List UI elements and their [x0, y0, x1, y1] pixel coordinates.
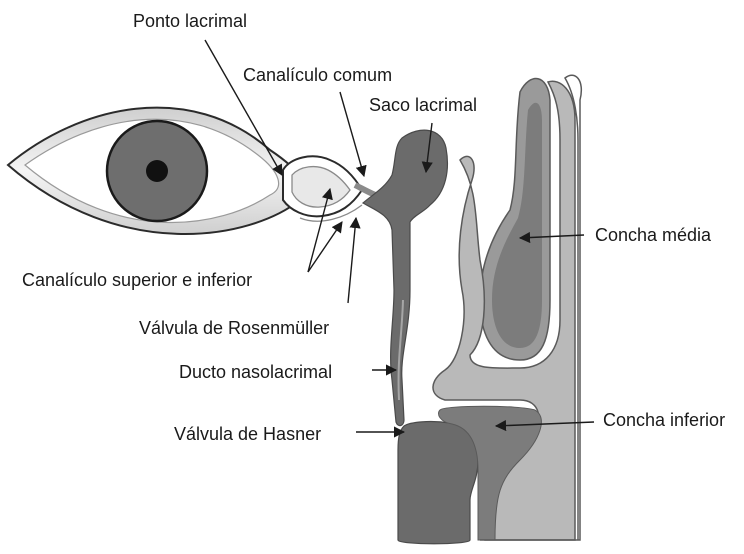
label-ducto-nasolacrimal: Ducto nasolacrimal: [179, 362, 332, 382]
label-ponto-lacrimal: Ponto lacrimal: [133, 11, 247, 31]
arrow-valvula-rosenmuller: [348, 218, 356, 303]
label-concha-inferior: Concha inferior: [603, 410, 725, 430]
inferior-meatus: [398, 422, 478, 544]
label-valvula-hasner: Válvula de Hasner: [174, 424, 321, 444]
pupil: [146, 160, 168, 182]
label-canaliculo-sup-inf: Canalículo superior e inferior: [22, 270, 252, 290]
label-saco-lacrimal: Saco lacrimal: [369, 95, 477, 115]
label-concha-media: Concha média: [595, 225, 712, 245]
arrow-canaliculo-comum: [340, 92, 364, 176]
label-valvula-rosenmuller: Válvula de Rosenmüller: [139, 318, 329, 338]
eye: [8, 108, 306, 234]
canaliculi: [283, 156, 385, 221]
arrow-canaliculo-inferior: [308, 222, 342, 272]
label-canaliculo-comum: Canalículo comum: [243, 65, 392, 85]
